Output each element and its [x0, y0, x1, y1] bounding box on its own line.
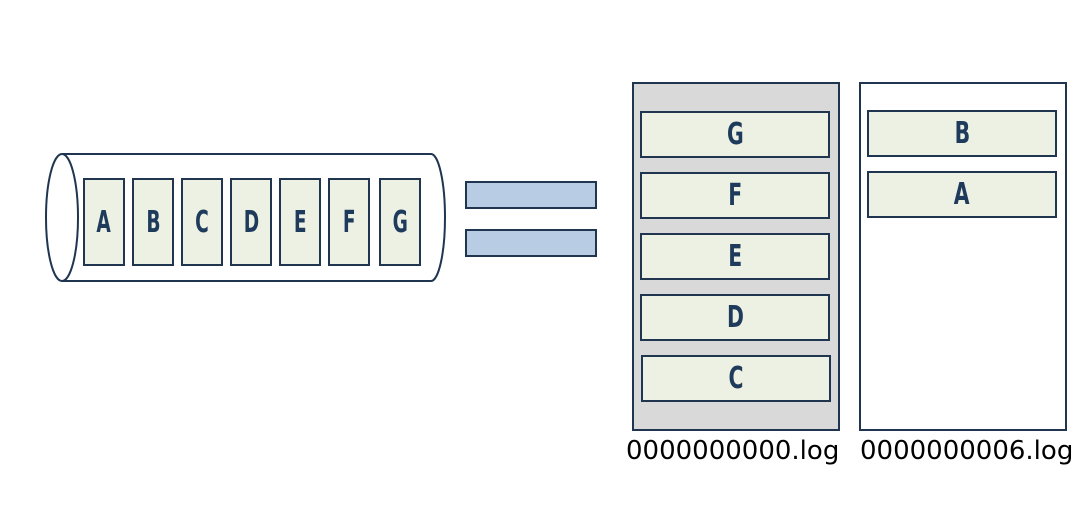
segment-1-message: A: [867, 171, 1057, 218]
segment-0-filename: 0000000000.log: [626, 436, 840, 466]
segment-0-message: C: [641, 355, 831, 402]
queue-message: D: [230, 178, 272, 266]
segment-1-filename: 0000000006.log: [860, 436, 1074, 466]
queue-message: C: [181, 178, 223, 266]
equals-bar-top: [465, 181, 597, 209]
equals-bar-bottom: [465, 229, 597, 257]
segment-0-message: G: [640, 111, 830, 158]
queue-message: G: [379, 178, 421, 266]
segment-0-message: F: [640, 172, 830, 219]
segment-0-message: D: [640, 294, 830, 341]
queue-message: F: [328, 178, 370, 266]
queue-message: A: [83, 178, 125, 266]
queue-message: B: [132, 178, 174, 266]
segment-1-message: B: [867, 110, 1057, 157]
queue-message: E: [279, 178, 321, 266]
segment-0-message: E: [640, 233, 830, 280]
